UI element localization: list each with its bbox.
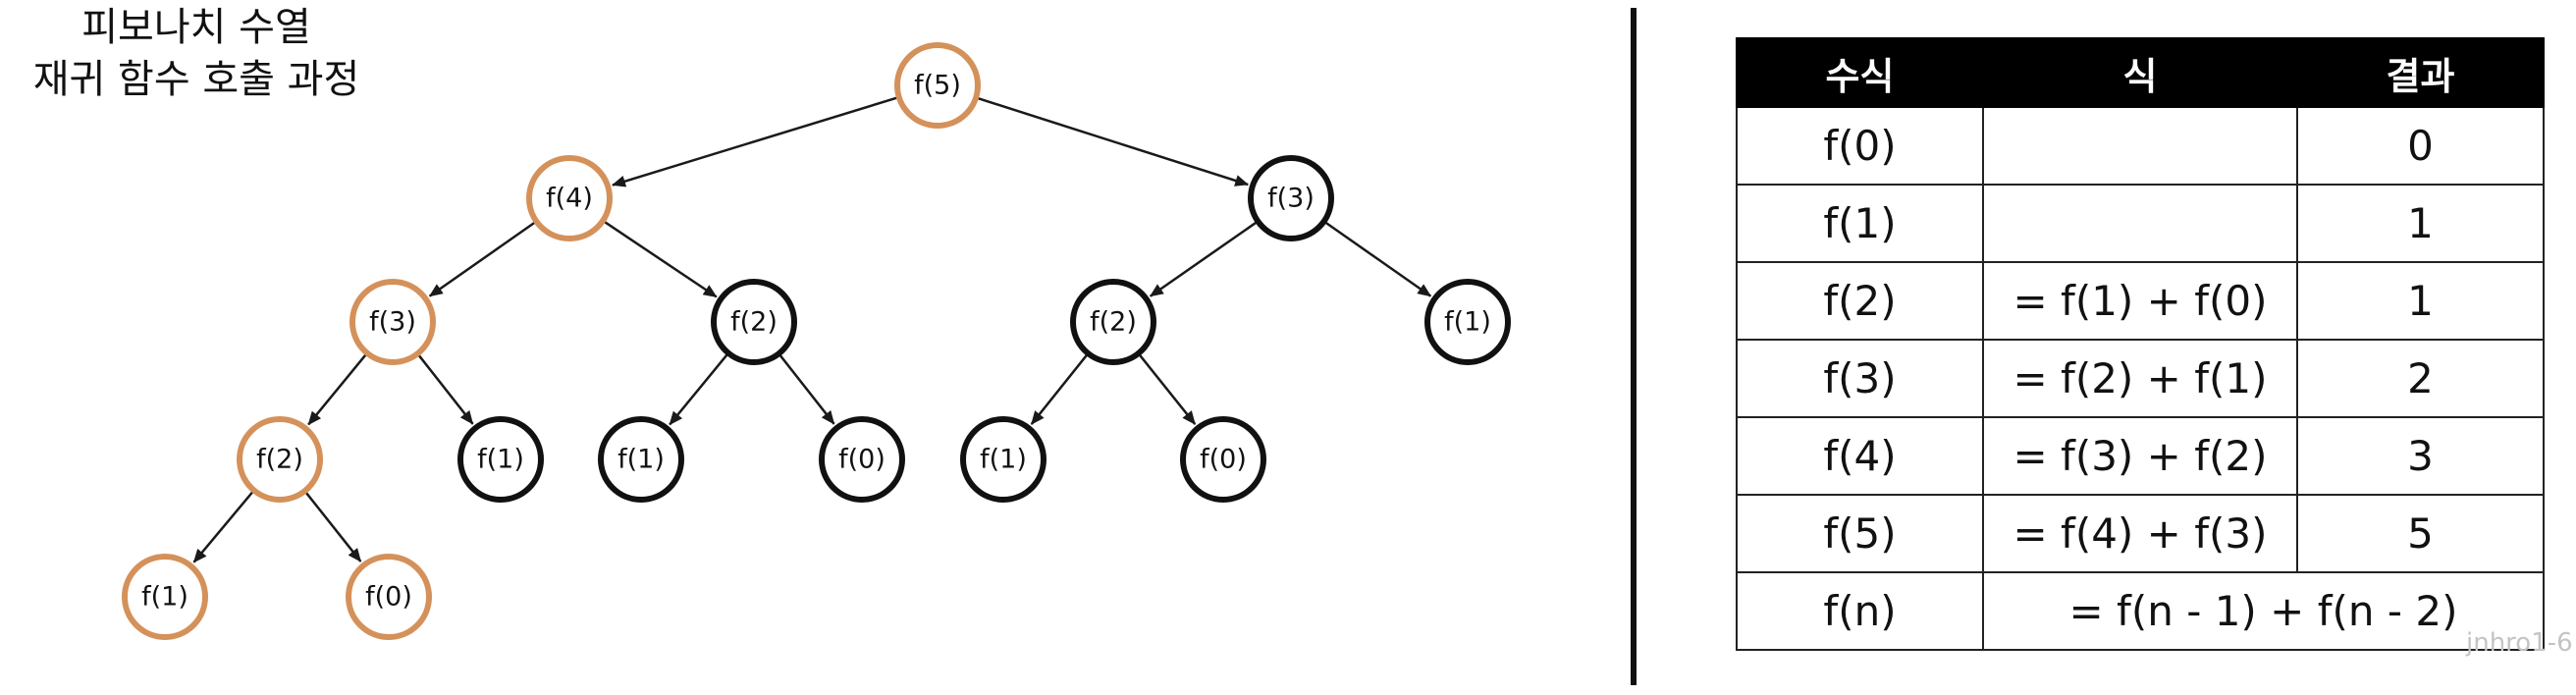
node-circle xyxy=(819,416,905,503)
node-circle xyxy=(346,554,432,640)
tree-node: f(2) xyxy=(237,416,323,503)
tree-node: f(5) xyxy=(894,42,981,129)
cell-result: 3 xyxy=(2296,416,2545,496)
tree-node: f(0) xyxy=(346,554,432,640)
node-label: f(1) xyxy=(980,445,1027,475)
table-row: f(2) = f(1) + f(0) 1 xyxy=(1736,261,2545,341)
node-circle xyxy=(1248,155,1334,241)
cell-expr: f(0) xyxy=(1736,106,1984,186)
table-row: f(1) 1 xyxy=(1736,184,2545,263)
header-formula: 식 xyxy=(1982,37,2298,108)
tree-node: f(2) xyxy=(1070,279,1156,365)
cell-expr: f(4) xyxy=(1736,416,1984,496)
tree-node: f(1) xyxy=(598,416,684,503)
diagram-title: 피보나치 수열 재귀 함수 호출 과정 xyxy=(0,2,393,106)
table-row-general: f(n) = f(n - 1) + f(n - 2) xyxy=(1736,571,2545,651)
tree-node: f(1) xyxy=(457,416,544,503)
cell-result: 0 xyxy=(2296,106,2545,186)
node-circle xyxy=(894,42,981,129)
tree-edge xyxy=(1149,221,1258,297)
node-label: f(2) xyxy=(730,307,778,338)
node-circle xyxy=(349,279,436,365)
header-expr: 수식 xyxy=(1736,37,1984,108)
tree-edge xyxy=(604,220,718,298)
tree-node: f(1) xyxy=(122,554,208,640)
node-label: f(1) xyxy=(617,445,665,475)
node-label: f(3) xyxy=(1267,184,1315,214)
cell-formula: = f(2) + f(1) xyxy=(1982,339,2298,418)
tree-edge xyxy=(1324,221,1432,297)
node-circle xyxy=(1424,279,1511,365)
cell-expr: f(3) xyxy=(1736,339,1984,418)
node-circle xyxy=(1180,416,1266,503)
node-circle xyxy=(526,155,613,241)
table-row: f(5) = f(4) + f(3) 5 xyxy=(1736,494,2545,573)
tree-node: f(0) xyxy=(1180,416,1266,503)
tree-edge xyxy=(192,491,254,563)
cell-formula: = f(4) + f(3) xyxy=(1982,494,2298,573)
node-label: f(1) xyxy=(477,445,524,475)
vertical-divider xyxy=(1631,8,1637,685)
node-label: f(0) xyxy=(838,445,886,475)
tree-node: f(0) xyxy=(819,416,905,503)
node-circle xyxy=(1070,279,1156,365)
tree-node: f(4) xyxy=(526,155,613,241)
tree-node: f(3) xyxy=(349,279,436,365)
node-label: f(2) xyxy=(256,445,303,475)
tree-node: f(2) xyxy=(711,279,797,365)
node-label: f(2) xyxy=(1090,307,1137,338)
tree-edge xyxy=(417,354,474,425)
tree-node: f(1) xyxy=(1424,279,1511,365)
node-circle xyxy=(711,279,797,365)
node-circle xyxy=(960,416,1046,503)
tree-node: f(1) xyxy=(960,416,1046,503)
node-label: f(3) xyxy=(369,307,416,338)
tree-edge xyxy=(307,353,367,426)
node-circle xyxy=(457,416,544,503)
table-row: f(3) = f(2) + f(1) 2 xyxy=(1736,339,2545,418)
title-line-2: 재귀 함수 호출 과정 xyxy=(32,57,360,102)
cell-result: 5 xyxy=(2296,494,2545,573)
cell-result: 1 xyxy=(2296,184,2545,263)
cell-formula xyxy=(1982,106,2298,186)
node-circle xyxy=(237,416,323,503)
tree-edge xyxy=(1030,353,1089,425)
table-header-row: 수식 식 결과 xyxy=(1736,37,2545,108)
cell-result: 2 xyxy=(2296,339,2545,418)
node-circle xyxy=(122,554,208,640)
cell-formula: = f(1) + f(0) xyxy=(1982,261,2298,341)
tree-edge xyxy=(977,96,1250,187)
tree-edge xyxy=(778,354,835,425)
node-label: f(5) xyxy=(914,71,961,101)
table-row: f(0) 0 xyxy=(1736,106,2545,186)
tree-edges xyxy=(192,96,1432,563)
cell-expr: f(2) xyxy=(1736,261,1984,341)
cell-formula: = f(3) + f(2) xyxy=(1982,416,2298,496)
recursion-tree: f(5) f(4) f(3) f(3) f(2) f(2) f(1) f(2) f(1) f(1)… xyxy=(122,42,1511,640)
watermark: jnhro1-6 xyxy=(2466,628,2573,658)
cell-expr: f(n) xyxy=(1736,571,1984,651)
tree-edge xyxy=(1138,353,1197,425)
tree-nodes: f(5) f(4) f(3) f(3) f(2) f(2) f(1) f(2) f(1) f(1)… xyxy=(122,42,1511,640)
node-label: f(0) xyxy=(365,582,412,613)
node-circle xyxy=(598,416,684,503)
title-line-1: 피보나치 수열 xyxy=(81,5,311,50)
fibonacci-table: 수식 식 결과 f(0) 0 f(1) 1 f(2) = f(1) + f(0)… xyxy=(1736,37,2545,651)
cell-formula xyxy=(1982,184,2298,263)
cell-expr: f(5) xyxy=(1736,494,1984,573)
cell-expr: f(1) xyxy=(1736,184,1984,263)
node-label: f(1) xyxy=(141,582,188,613)
tree-edge xyxy=(669,353,728,426)
node-label: f(1) xyxy=(1444,307,1491,338)
tree-edge xyxy=(612,96,898,187)
cell-result: 1 xyxy=(2296,261,2545,341)
tree-edge xyxy=(428,221,536,297)
table-row: f(4) = f(3) + f(2) 3 xyxy=(1736,416,2545,496)
node-label: f(4) xyxy=(546,184,593,214)
tree-node: f(3) xyxy=(1248,155,1334,241)
node-label: f(0) xyxy=(1200,445,1247,475)
header-result: 결과 xyxy=(2296,37,2545,108)
cell-general-formula: = f(n - 1) + f(n - 2) xyxy=(1982,571,2545,651)
tree-edge xyxy=(304,491,362,562)
